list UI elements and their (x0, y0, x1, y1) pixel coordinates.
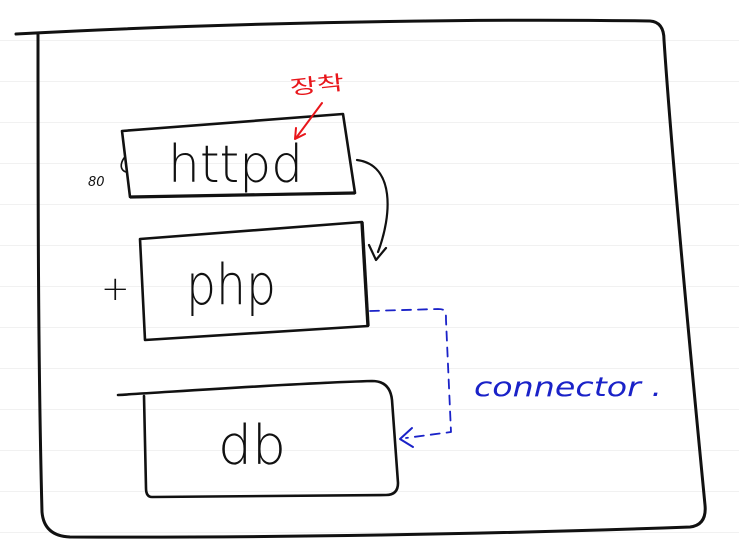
outer-frame (14, 18, 707, 539)
plus-sign: + (101, 269, 130, 309)
httpd-to-php-arrowhead (367, 243, 388, 262)
connector-label: connector . (474, 372, 662, 403)
db-label: db (218, 414, 286, 477)
port-connector-mark (120, 157, 127, 173)
httpd-box-shadow (129, 191, 356, 199)
httpd-to-php-arrow (355, 158, 389, 254)
connector-dashed-line (369, 308, 452, 439)
connector-arrowhead (399, 427, 414, 448)
note-arrowhead (294, 127, 306, 140)
php-label: php (186, 253, 276, 318)
korean-note: 장착 (289, 70, 345, 100)
note-arrow (295, 102, 323, 139)
port-label: 80 (88, 175, 105, 190)
db-box (116, 379, 400, 499)
php-box-shadow (360, 221, 370, 327)
httpd-label: httpd (168, 135, 303, 195)
